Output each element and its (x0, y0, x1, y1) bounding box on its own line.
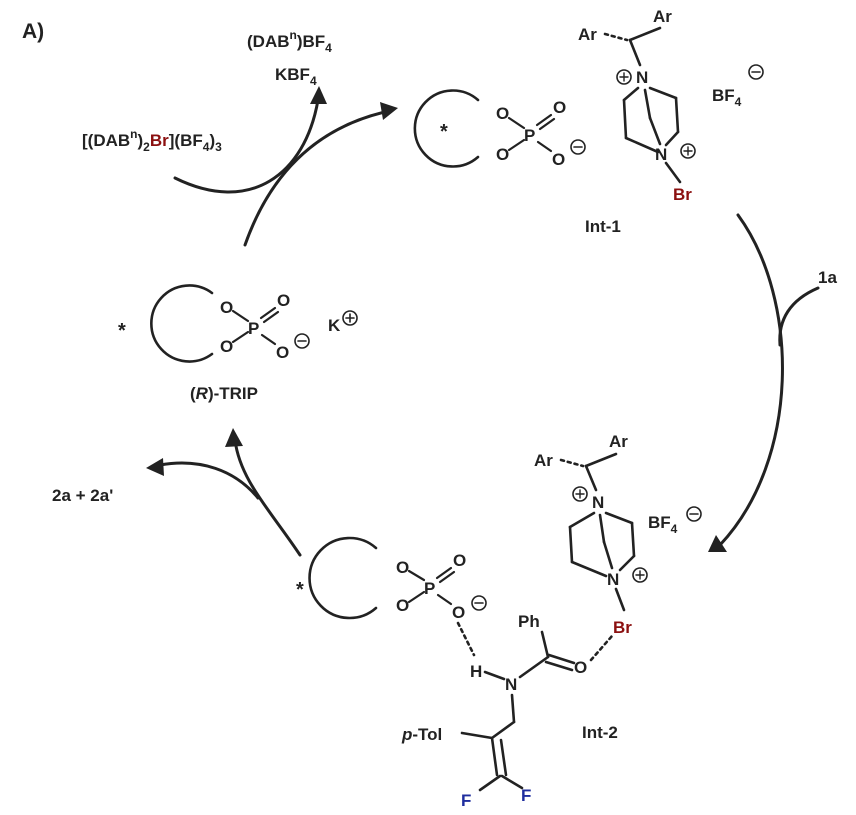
kbf4-label: KBF4 (275, 65, 317, 88)
svg-text:N: N (607, 570, 619, 589)
cycle-arrow-release-head (225, 428, 243, 447)
svg-text:Ph: Ph (518, 612, 540, 631)
int2-label: Int-2 (582, 723, 618, 742)
svg-text:Ar: Ar (609, 432, 628, 451)
svg-text:P: P (248, 319, 259, 338)
svg-text:O: O (276, 343, 289, 362)
svg-text:Br: Br (613, 618, 632, 637)
svg-text:O: O (396, 558, 409, 577)
svg-text:N: N (505, 675, 517, 694)
svg-text:H: H (470, 662, 482, 681)
int1-structure: Ar Ar N N Br BF4 (578, 7, 764, 204)
cycle-arrow-oxidation (243, 110, 387, 247)
svg-text:p-Tol: p-Tol (401, 725, 442, 744)
svg-text:N: N (592, 493, 604, 512)
svg-text:BF4: BF4 (648, 513, 678, 536)
phosphate-anion-top: * O O P O O (413, 89, 586, 169)
svg-text:Ar: Ar (534, 451, 553, 470)
svg-text:K: K (328, 316, 341, 335)
side-arrow-substrate (778, 286, 820, 347)
svg-text:O: O (220, 298, 233, 317)
svg-text:O: O (574, 658, 587, 677)
svg-text:P: P (524, 126, 535, 145)
svg-text:O: O (277, 291, 290, 310)
cycle-arrow-release (233, 438, 302, 557)
cycle-arrow-substrate-head (708, 535, 727, 552)
trip-catalyst-structure: * O O P O O K (118, 284, 358, 363)
int2-dabco-structure: Ar Ar N N Br BF4 (534, 432, 702, 637)
side-arrow-products (158, 461, 260, 500)
svg-text:*: * (118, 320, 126, 342)
oxidant-label: [(DABn)2Br](BF4)3 (82, 127, 222, 154)
svg-text:O: O (496, 145, 509, 164)
svg-text:Ar: Ar (578, 25, 597, 44)
svg-text:O: O (453, 551, 466, 570)
svg-text:F: F (521, 786, 531, 805)
side-arrow-byproducts-head (310, 86, 327, 104)
trip-label: (R)-TRIP (190, 384, 258, 403)
dab-bf4-label: (DABn)BF4 (247, 28, 332, 55)
int1-label: Int-1 (585, 217, 621, 236)
phosphate-anion-int2: * O O P O O (296, 536, 487, 622)
svg-text:O: O (496, 104, 509, 123)
svg-text:O: O (220, 337, 233, 356)
int2-substrate-structure: H N Ph O p-Tol F F (401, 612, 614, 810)
svg-text:N: N (655, 145, 667, 164)
panel-label: A) (22, 20, 44, 43)
svg-text:O: O (452, 603, 465, 622)
cycle-arrow-substrate (718, 213, 784, 547)
svg-text:O: O (553, 98, 566, 117)
side-arrow-products-head (146, 458, 164, 476)
svg-text:BF4: BF4 (712, 86, 742, 109)
substrate-label: 1a (818, 268, 837, 287)
side-arrow-byproducts (173, 98, 320, 194)
svg-text:P: P (424, 579, 435, 598)
svg-text:F: F (461, 791, 471, 810)
svg-text:N: N (636, 68, 648, 87)
svg-text:O: O (552, 150, 565, 169)
products-label: 2a + 2a' (52, 486, 113, 505)
byproduct-labels: (DABn)BF4 KBF4 (247, 28, 332, 88)
svg-text:Br: Br (673, 185, 692, 204)
svg-text:*: * (296, 579, 304, 601)
svg-text:*: * (440, 121, 448, 143)
cycle-arrow-oxidation-head (380, 102, 398, 120)
svg-text:O: O (396, 596, 409, 615)
svg-text:Ar: Ar (653, 7, 672, 26)
